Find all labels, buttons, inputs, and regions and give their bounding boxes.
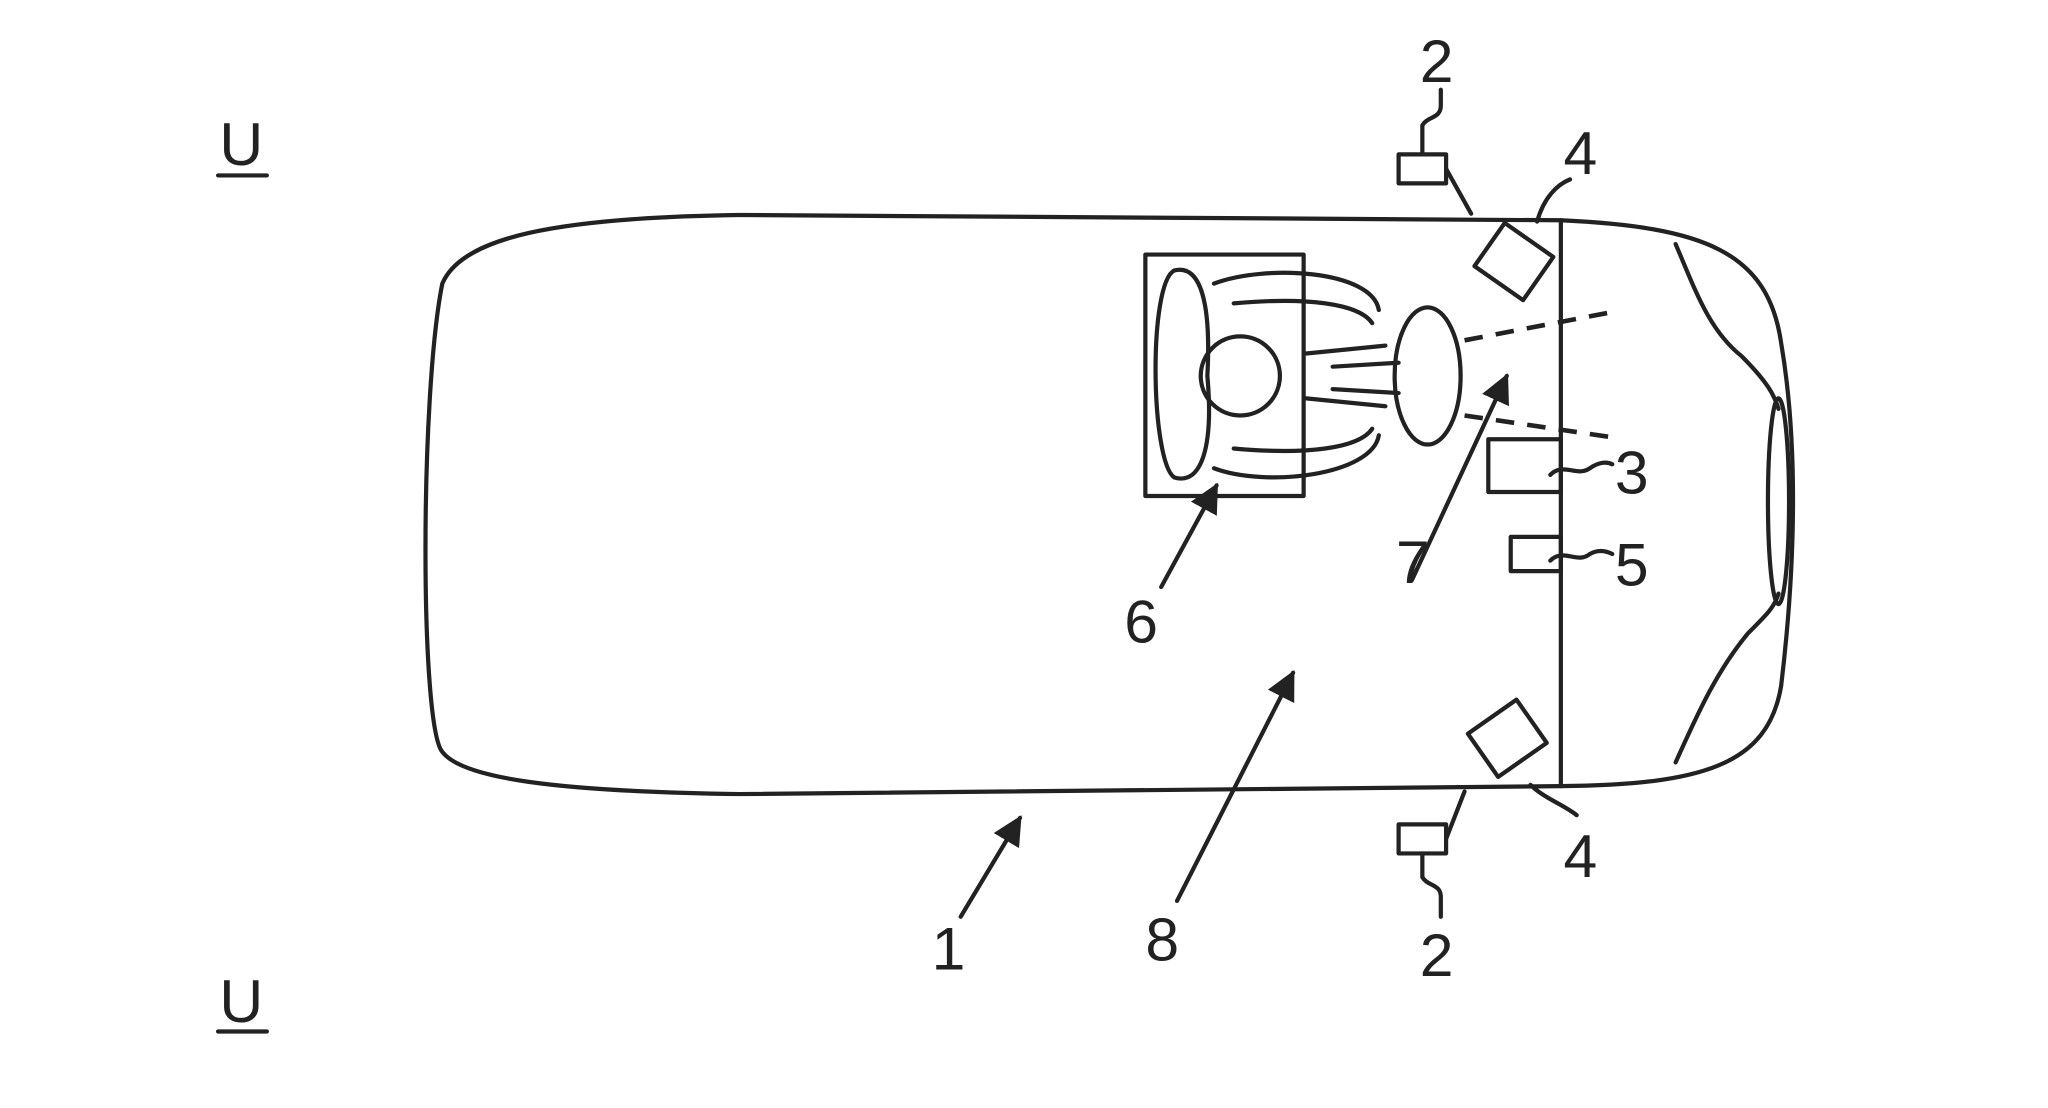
seat-sides	[1211, 270, 1381, 480]
label-4-top: 4	[1563, 119, 1597, 187]
unit-3-box	[1486, 437, 1563, 495]
arrow-8	[1174, 670, 1296, 904]
leader-4-top	[1534, 177, 1573, 224]
label-3: 3	[1615, 438, 1649, 506]
vehicle-outline	[423, 212, 1796, 797]
label-4-bottom: 4	[1563, 822, 1597, 890]
fov-line-bottom	[1464, 413, 1617, 441]
label-7: 7	[1396, 528, 1430, 596]
label-6: 6	[1124, 587, 1158, 655]
leader-2-bottom	[1420, 789, 1467, 919]
occupant-head	[1198, 334, 1283, 418]
fov-line-top	[1464, 309, 1617, 343]
label-2-top: 2	[1420, 27, 1454, 95]
leader-2-top	[1420, 87, 1474, 216]
occupant-arms	[1304, 343, 1401, 409]
label-8: 8	[1145, 905, 1179, 973]
region-label-u-top: U	[219, 110, 263, 178]
label-5: 5	[1615, 531, 1649, 599]
arrow-6	[1159, 482, 1219, 590]
steering-wheel	[1392, 305, 1463, 447]
label-2-bottom: 2	[1420, 921, 1454, 989]
arrow-1	[958, 815, 1023, 919]
hood-line-bottom	[1673, 591, 1781, 765]
camera-bottom	[1396, 822, 1449, 856]
seat-area-box	[1143, 252, 1306, 499]
leader-3	[1548, 460, 1615, 477]
leader-4-bottom	[1528, 782, 1579, 818]
camera-top	[1396, 152, 1449, 186]
seat-back	[1153, 267, 1212, 481]
light-unit-top	[1472, 220, 1556, 303]
leader-5	[1548, 548, 1615, 563]
hood-line-top	[1673, 241, 1781, 412]
region-label-u-bottom: U	[219, 967, 263, 1035]
label-1: 1	[932, 914, 966, 982]
front-bumper	[1765, 396, 1792, 607]
arrow-7	[1409, 373, 1509, 583]
light-unit-bottom	[1465, 697, 1549, 780]
unit-5-box	[1508, 534, 1563, 574]
